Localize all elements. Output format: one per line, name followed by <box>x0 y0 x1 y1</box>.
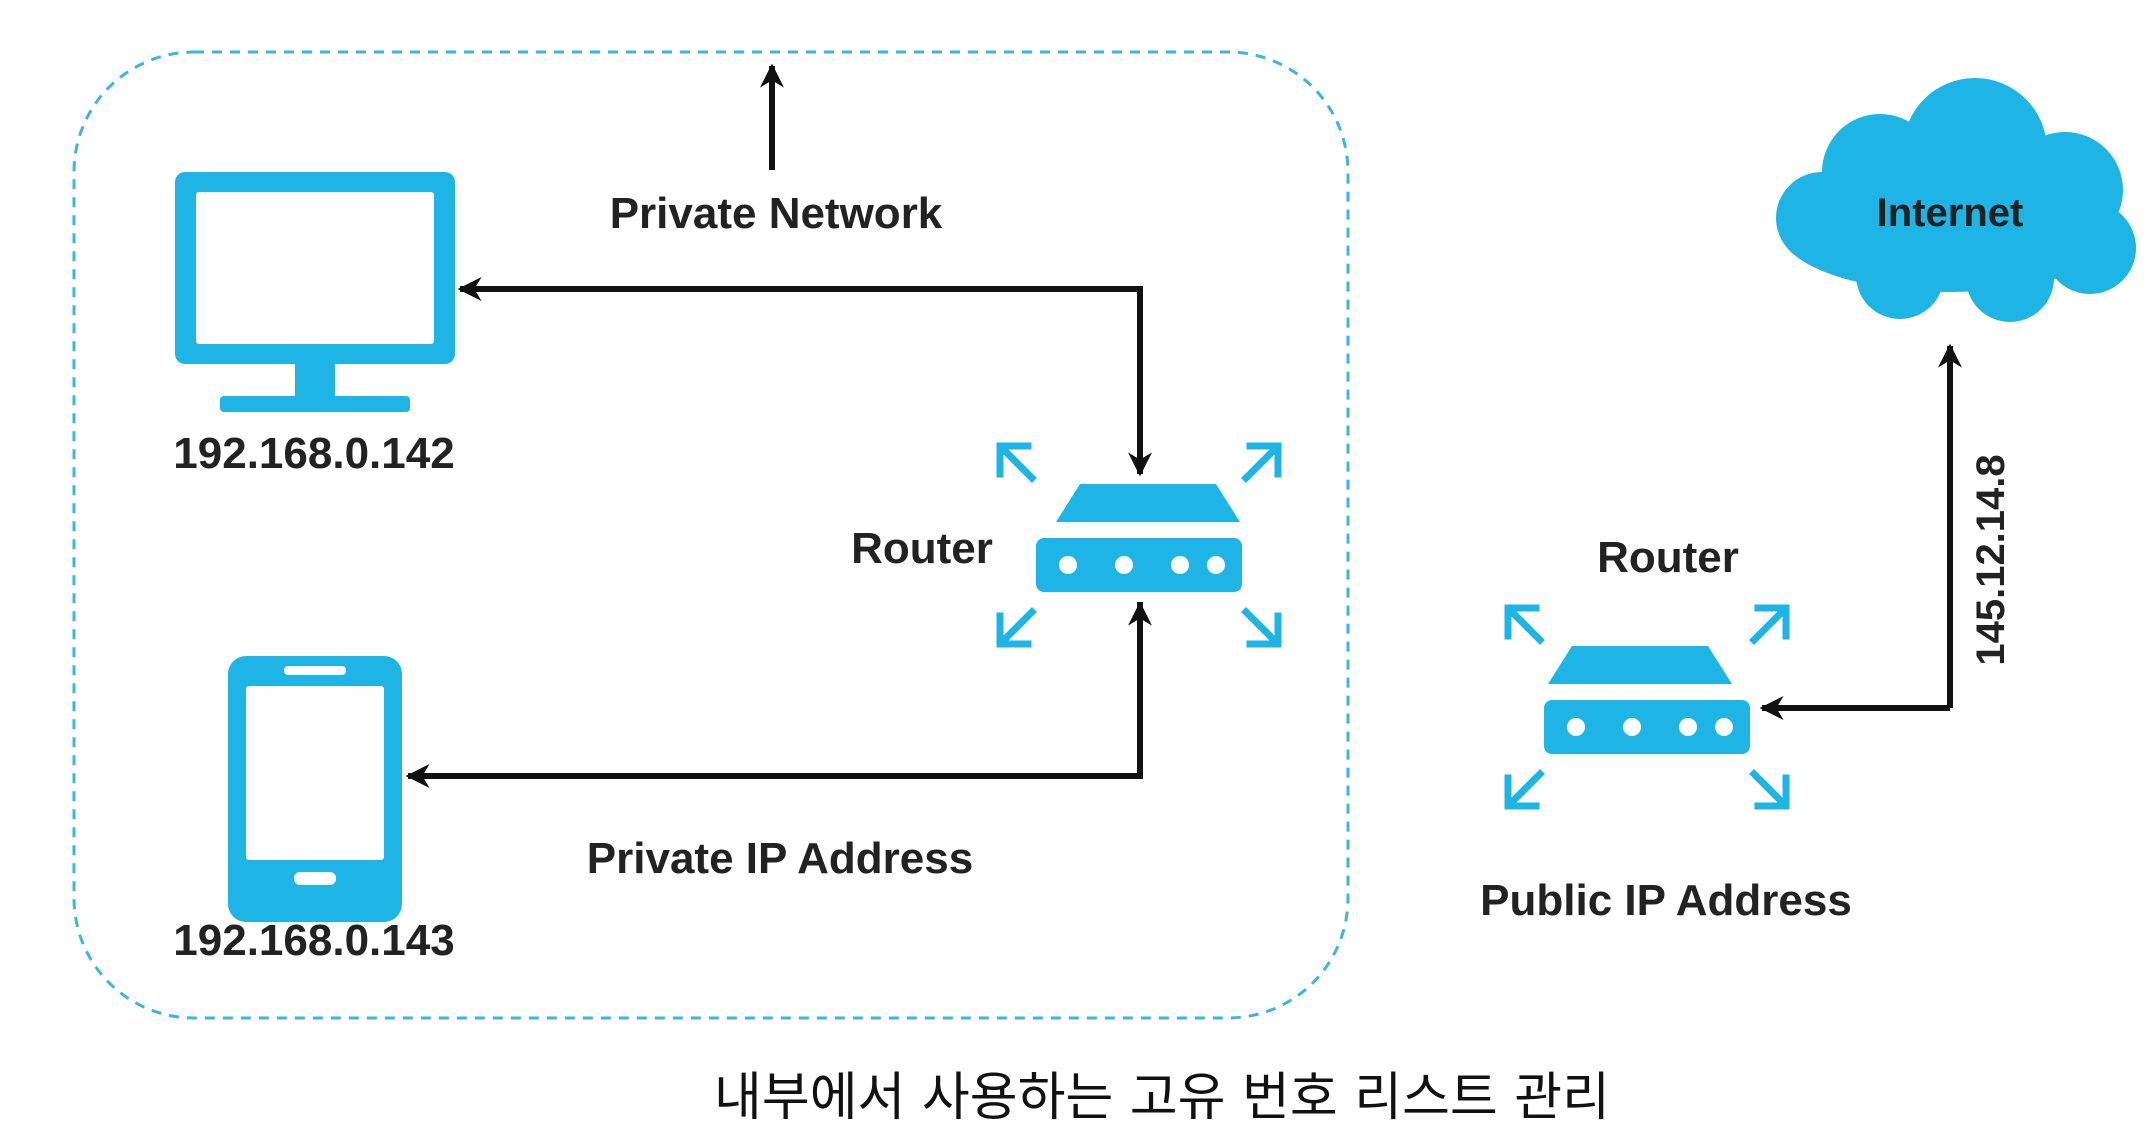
router-label: Router <box>851 524 993 573</box>
phone-ip-label: 192.168.0.143 <box>173 916 454 965</box>
public-ip-address-label: Public IP Address <box>1480 876 1852 925</box>
router-to-phone-line <box>405 602 1143 788</box>
router-icon <box>1504 604 1790 810</box>
internet-label: Internet <box>1877 191 2024 235</box>
monitor-ip-label: 192.168.0.142 <box>173 429 454 478</box>
router-to-monitor-line <box>457 277 1143 301</box>
caption: 내부에서 사용하는 고유 번호 리스트 관리 <box>714 1068 1610 1128</box>
cloud-icon <box>1776 78 2136 322</box>
monitor-icon <box>175 172 455 412</box>
router-icon <box>996 442 1282 648</box>
public-ip-value-label: 145.12.14.8 <box>1969 454 2013 665</box>
router-label: Router <box>1597 533 1739 582</box>
private-ip-address-label: Private IP Address <box>587 834 973 883</box>
private-network-boundary <box>72 50 1350 1020</box>
private-network-label: Private Network <box>610 189 943 238</box>
smartphone-icon <box>228 656 402 922</box>
